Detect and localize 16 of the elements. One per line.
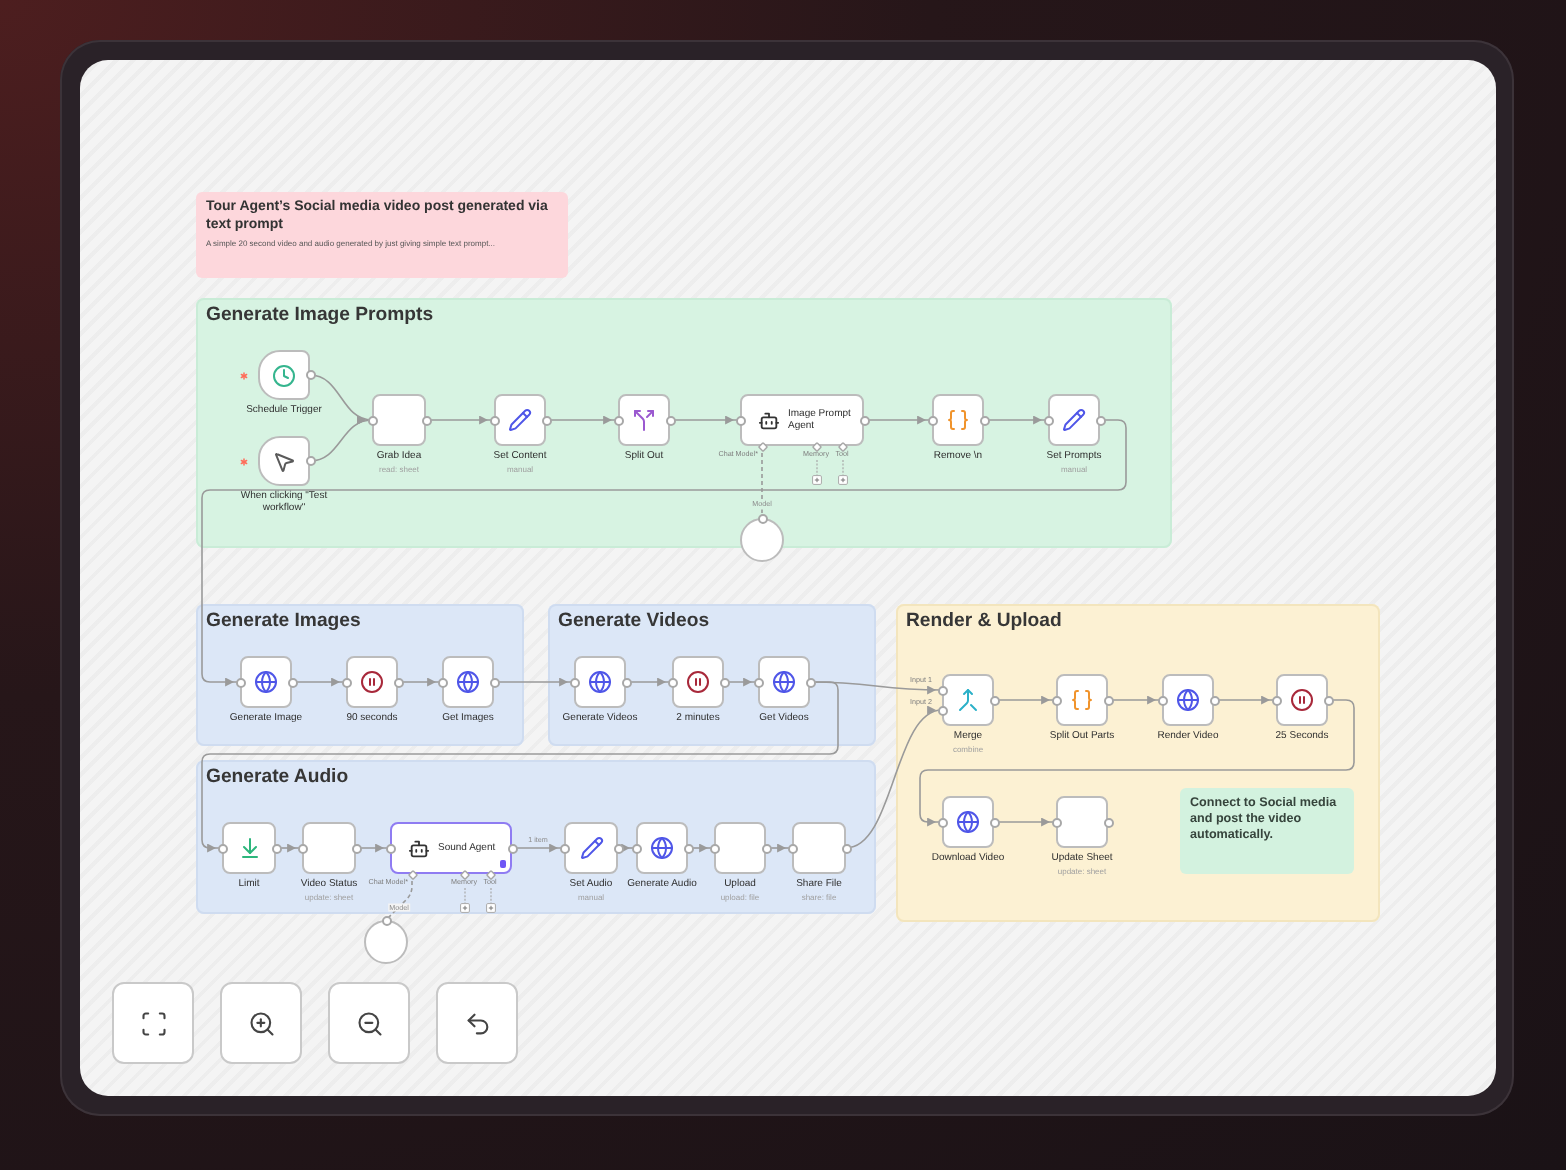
group-panel — [196, 604, 524, 746]
group-title: Generate Videos — [558, 610, 710, 634]
arrow — [201, 419, 1127, 687]
group-panel — [196, 298, 1172, 548]
sticky-note — [196, 192, 568, 278]
group-title: Generate Images — [206, 610, 361, 634]
arrow — [201, 681, 839, 853]
group-title: Generate Audio — [206, 766, 349, 790]
group-panel — [196, 760, 876, 914]
group-panel — [548, 604, 876, 746]
arrow — [919, 699, 1355, 827]
group-title: Render & Upload — [906, 610, 1062, 634]
arrow — [617, 843, 637, 853]
group-panel — [896, 604, 1380, 922]
group-title: Generate Image Prompts — [206, 304, 434, 328]
sticky-note — [1180, 788, 1354, 874]
